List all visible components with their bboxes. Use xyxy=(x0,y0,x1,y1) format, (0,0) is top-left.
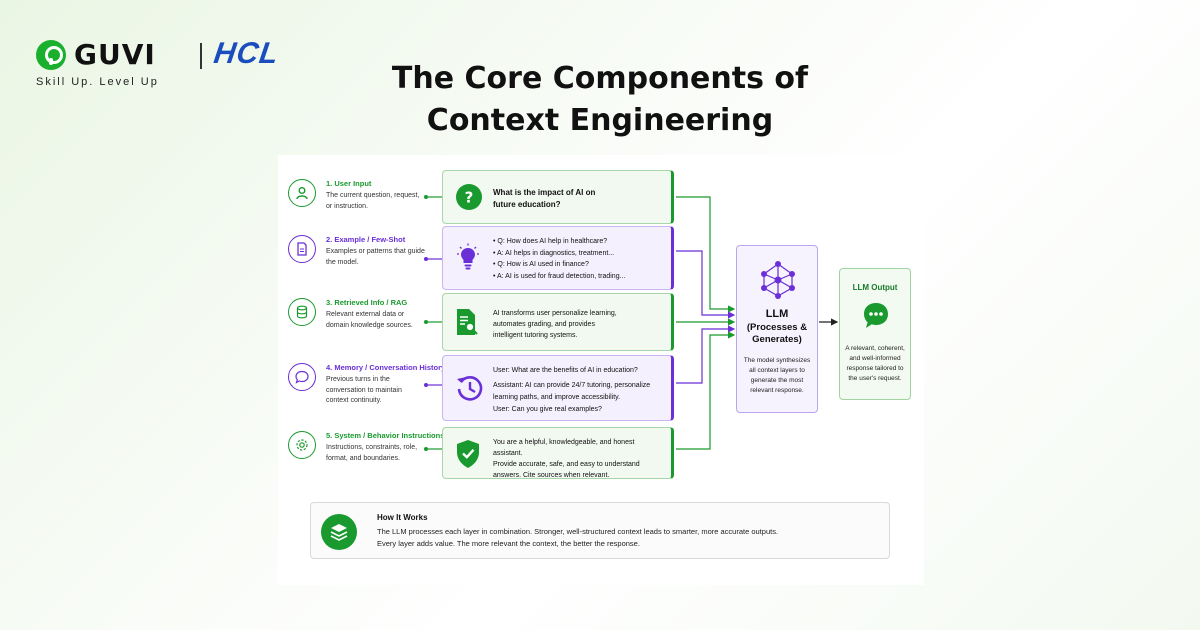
card-content: AI transforms user personalize learning,… xyxy=(493,308,663,341)
card-line: • Q: How does AI help in healthcare? xyxy=(493,238,608,245)
card-line: • A: AI helps in diagnostics, treatment.… xyxy=(493,249,615,257)
brand-header: GUVI HCL Skill Up. Level Up xyxy=(36,37,326,92)
database-icon xyxy=(288,298,316,326)
svg-text:?: ? xyxy=(465,189,474,207)
card-line: answers. Cite sources when relevant. xyxy=(493,472,610,479)
card-line: What is the impact of AI on xyxy=(493,188,596,197)
component-title: 2. Example / Few-Shot xyxy=(326,235,406,244)
component-title: 1. User Input xyxy=(326,179,372,188)
how-it-works-panel: How It Works The LLM processes each laye… xyxy=(310,502,890,559)
brand-tagline: Skill Up. Level Up xyxy=(36,76,159,88)
llm-title-line: Generates) xyxy=(752,334,802,345)
brand-divider xyxy=(200,43,202,69)
guvi-logo-icon xyxy=(36,40,66,70)
card-memory: User: What are the benefits of AI in edu… xyxy=(442,355,674,421)
how-it-works-title: How It Works xyxy=(377,513,428,522)
document-search-icon xyxy=(455,308,479,338)
card-line: future education? xyxy=(493,200,561,209)
layers-icon xyxy=(321,514,357,550)
chat-bubble-icon xyxy=(288,363,316,391)
card-rag: AI transforms user personalize learning,… xyxy=(442,293,674,351)
card-line: You are a helpful, knowledgeable, and ho… xyxy=(493,439,635,457)
card-line: • Q: How is AI used in finance? xyxy=(493,261,589,268)
card-few-shot: • Q: How does AI help in healthcare? • A… xyxy=(442,226,674,290)
user-icon xyxy=(288,179,316,207)
guvi-wordmark: GUVI xyxy=(74,38,156,71)
page-title-line-1: The Core Components of xyxy=(391,61,809,96)
card-system-instructions: You are a helpful, knowledgeable, and ho… xyxy=(442,427,674,479)
llm-title-line: (Processes & xyxy=(746,322,808,333)
component-title: 4. Memory / Conversation History xyxy=(326,363,446,372)
llm-title-line: LLM xyxy=(765,308,789,320)
card-content: • Q: How does AI help in healthcare? • A… xyxy=(493,236,663,282)
shield-icon xyxy=(455,439,481,469)
how-it-works-line: The LLM processes each layer in combinat… xyxy=(377,527,779,536)
component-description: Examples or patterns that guide the mode… xyxy=(326,248,425,266)
document-icon xyxy=(288,235,316,263)
output-description: A relevant, coherent, and well-informed … xyxy=(845,345,905,382)
component-description: Instructions, constraints, role, format,… xyxy=(326,444,418,462)
component-description: Relevant external data or domain knowled… xyxy=(326,311,413,329)
card-line: • A: AI is used for fraud detection, tra… xyxy=(493,272,626,280)
input-connectors xyxy=(424,195,442,451)
card-line: learning paths, and improve accessibilit… xyxy=(493,394,621,401)
neural-network-icon xyxy=(758,260,798,305)
history-icon xyxy=(455,373,485,403)
card-line: User: What are the benefits of AI in edu… xyxy=(493,367,638,374)
llm-title: LLM (Processes & Generates) xyxy=(737,308,817,346)
connector-lines xyxy=(424,195,839,451)
llm-description: The model synthesizes all context layers… xyxy=(743,357,811,394)
question-icon: ? xyxy=(455,183,483,211)
llm-output-node: LLM Output A relevant, coherent, and wel… xyxy=(839,268,911,400)
page-title-line-2: Context Engineering xyxy=(426,103,774,138)
card-content: What is the impact of AI on future educa… xyxy=(493,187,663,211)
card-content: You are a helpful, knowledgeable, and ho… xyxy=(493,437,663,481)
component-description: The current question, request, or instru… xyxy=(326,192,420,210)
card-line: Assistant: AI can provide 24/7 tutoring,… xyxy=(493,382,651,389)
card-line: Provide accurate, safe, and easy to unde… xyxy=(493,461,640,468)
card-line: User: Can you give real examples? xyxy=(493,406,602,413)
hcl-wordmark: HCL xyxy=(211,37,282,70)
output-title: LLM Output xyxy=(852,283,898,292)
card-line: intelligent tutoring systems. xyxy=(493,332,578,339)
llm-connectors xyxy=(676,196,736,450)
gear-icon xyxy=(288,431,316,459)
llm-node: LLM (Processes & Generates) The model sy… xyxy=(736,245,818,413)
page-title: The Core Components of Context Engineeri… xyxy=(330,58,870,142)
context-engineering-diagram: 1. User Input The current question, requ… xyxy=(278,155,924,585)
chat-dots-icon xyxy=(862,301,890,336)
how-it-works-line: Every layer adds value. The more relevan… xyxy=(377,539,640,548)
card-content: User: What are the benefits of AI in edu… xyxy=(493,365,663,416)
component-title: 5. System / Behavior Instructions xyxy=(326,431,445,440)
card-line: automates grading, and provides xyxy=(493,321,595,328)
component-description: Previous turns in the conversation to ma… xyxy=(326,376,402,404)
how-it-works-text: The LLM processes each layer in combinat… xyxy=(377,526,879,550)
card-user-input: ? What is the impact of AI on future edu… xyxy=(442,170,674,224)
component-title: 3. Retrieved Info / RAG xyxy=(326,298,408,307)
card-line: AI transforms user personalize learning, xyxy=(493,310,617,317)
lightbulb-icon xyxy=(455,243,481,273)
